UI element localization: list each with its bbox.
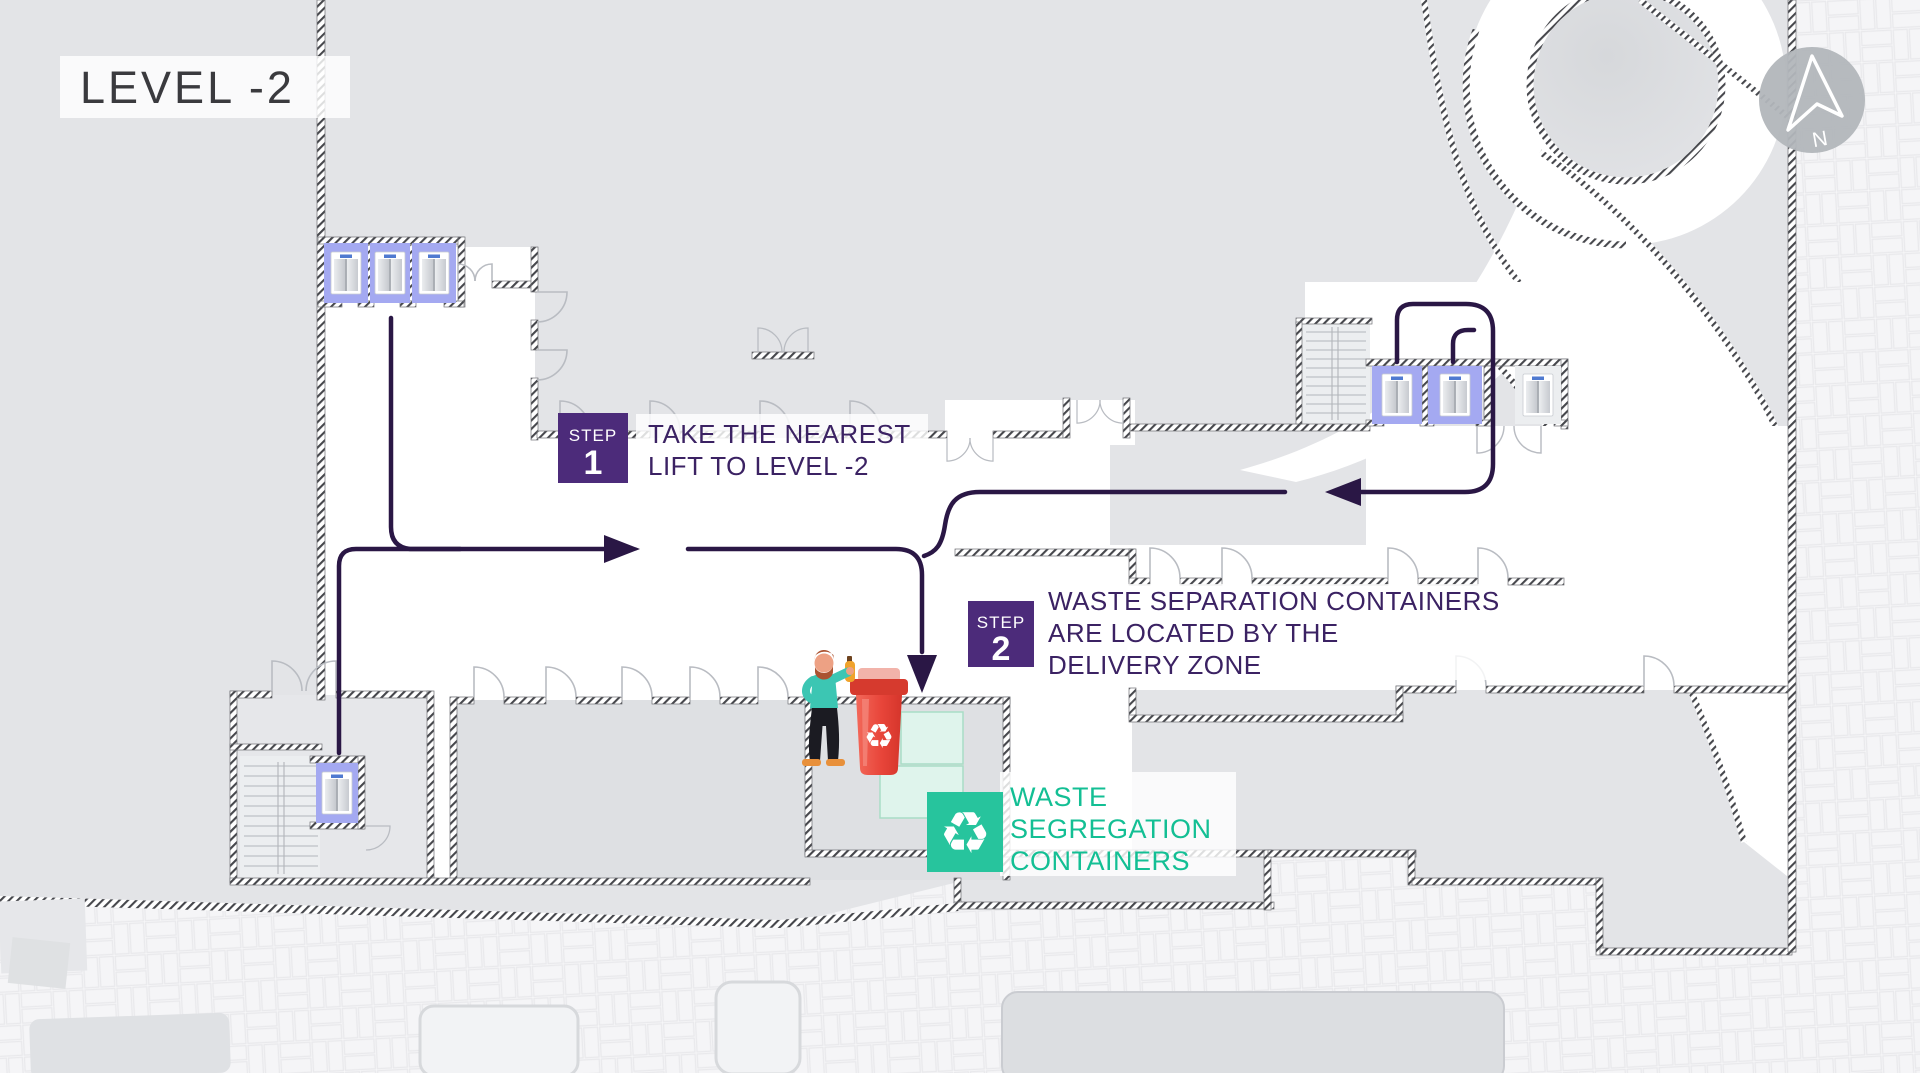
north-arrow-icon (1786, 54, 1844, 132)
doors (271, 263, 1675, 851)
elevator-bank-top-right (1372, 366, 1561, 424)
elevators (316, 243, 1561, 823)
route-arrow-down (907, 655, 937, 693)
stair-right (1302, 322, 1370, 424)
recycle-sign-icon: ♻ (939, 799, 991, 867)
compass-letter: N (1810, 127, 1829, 152)
person-hair (814, 649, 834, 660)
route-path (336, 301, 1496, 756)
paving-objects (0, 898, 1505, 1073)
step-1-line1: TAKE THE NEAREST (648, 419, 911, 449)
waste-label-line1: WASTE (1010, 782, 1108, 812)
step-2-line1: WASTE SEPARATION CONTAINERS (1048, 586, 1500, 616)
compass: N (1759, 47, 1865, 153)
step-1-badge (558, 413, 628, 483)
page-title: LEVEL -2 (80, 62, 295, 113)
walls (0, 0, 1797, 956)
elevator-bottom-left (316, 763, 358, 823)
step-1: STEP 1 TAKE THE NEAREST LIFT TO LEVEL -2 (558, 413, 928, 490)
waste-label: WASTE SEGREGATION CONTAINERS (1010, 782, 1212, 876)
step-2-number: 2 (992, 630, 1011, 668)
recycling-bin: ♻ (850, 668, 908, 775)
person-pants (808, 708, 840, 761)
person (802, 649, 855, 766)
level-title: LEVEL -2 (60, 56, 350, 118)
step-2-badge (968, 601, 1034, 667)
waste-label-line3: CONTAINERS (1010, 846, 1190, 876)
route-arrow-left (1325, 478, 1361, 506)
step-2-label-bg (1038, 584, 1496, 680)
waste-label-bg (1000, 772, 1236, 876)
person-beard (815, 666, 834, 680)
bin-recycle-icon: ♻ (864, 717, 894, 757)
step-1-badge-label: STEP (569, 426, 617, 445)
step-1-number: 1 (584, 444, 603, 482)
step-1-label-bg (636, 414, 928, 490)
person-head (814, 653, 834, 673)
route-arrow-right (604, 535, 640, 563)
waste-segregation-sign: ♻ (927, 792, 1003, 872)
step-2-line3: DELIVERY ZONE (1048, 650, 1262, 680)
level-title-bg (60, 56, 350, 118)
step-2-line2: ARE LOCATED BY THE (1048, 618, 1339, 648)
step-1-line2: LIFT TO LEVEL -2 (648, 451, 869, 481)
step-2-badge-label: STEP (977, 613, 1025, 632)
elevator-bank-top-left (324, 243, 456, 303)
waste-label-line2: SEGREGATION (1010, 814, 1212, 844)
step-2: STEP 2 WASTE SEPARATION CONTAINERS ARE L… (968, 584, 1500, 680)
